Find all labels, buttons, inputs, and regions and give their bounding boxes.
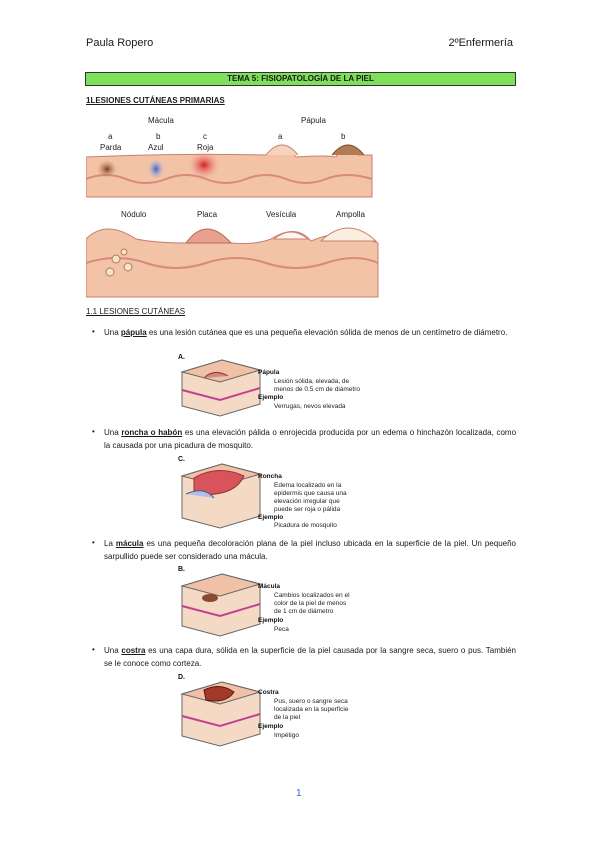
section-heading-primary: 1LESIONES CUTÁNEAS PRIMARIAS bbox=[86, 96, 225, 105]
svg-text:puede ser roja o pálida: puede ser roja o pálida bbox=[274, 506, 341, 513]
svg-text:Pápula: Pápula bbox=[258, 369, 280, 376]
roncha-term: roncha o habón bbox=[121, 428, 183, 437]
macula-papula-diagram: Mácula Pápula a b c a b Parda Azul Roja bbox=[86, 116, 373, 198]
parda-lesion bbox=[97, 160, 117, 178]
parda-label: Parda bbox=[100, 143, 122, 152]
bullet-dot: • bbox=[92, 538, 95, 547]
header-author: Paula Ropero bbox=[86, 37, 154, 49]
nodulo-ampolla-diagram: Nódulo Placa Vesícula Ampolla bbox=[86, 210, 379, 298]
ampolla-label: Ampolla bbox=[336, 210, 365, 219]
svg-text:B.: B. bbox=[178, 566, 185, 573]
azul-lesion bbox=[148, 159, 164, 179]
roja-lesion bbox=[188, 151, 220, 179]
skin-band-lower bbox=[86, 228, 379, 298]
placa-label: Placa bbox=[197, 210, 218, 219]
roncha-paragraph: Una roncha o habón es una elevación páli… bbox=[104, 428, 517, 450]
svg-text:Mácula: Mácula bbox=[258, 583, 280, 590]
svg-text:Peca: Peca bbox=[274, 626, 289, 633]
papula-term: pápula bbox=[120, 328, 147, 337]
svg-text:Ejemplo: Ejemplo bbox=[258, 394, 283, 401]
letter-a1: a bbox=[108, 132, 113, 141]
nodulo-label: Nódulo bbox=[121, 210, 147, 219]
papula-a-lesion bbox=[265, 144, 299, 156]
bullet-dot: • bbox=[92, 427, 95, 436]
costra-card: D. Costra Pus, suero o sangre seca local… bbox=[178, 674, 349, 747]
svg-text:elevación irregular que: elevación irregular que bbox=[274, 498, 340, 505]
roja-label: Roja bbox=[197, 143, 214, 152]
macula-paragraph: La mácula es una pequeña decoloración pl… bbox=[104, 539, 516, 561]
papula-card: A. Pápula Lesión sólida, elevada, de men… bbox=[178, 354, 360, 417]
svg-text:Pus, suero o sangre seca: Pus, suero o sangre seca bbox=[274, 698, 348, 705]
svg-text:Roncha: Roncha bbox=[258, 473, 282, 480]
document-title: TEMA 5: FISIOPATOLOGÍA DE LA PIEL bbox=[85, 72, 516, 86]
svg-text:Costra: Costra bbox=[258, 689, 279, 696]
macula-card: B. Mácula Cambios localizados en el colo… bbox=[178, 566, 350, 637]
section-heading-lesions: 1.1 LESIONES CUTÁNEAS bbox=[86, 307, 186, 316]
svg-text:Edema localizado en la: Edema localizado en la bbox=[274, 482, 342, 489]
svg-text:color de la piel de menos: color de la piel de menos bbox=[274, 600, 347, 607]
svg-text:D.: D. bbox=[178, 674, 185, 681]
azul-label: Azul bbox=[148, 143, 164, 152]
dermis-line bbox=[86, 174, 373, 184]
svg-text:Cambios localizados en el: Cambios localizados en el bbox=[274, 592, 350, 599]
svg-text:Lesión sólida, elevada, de: Lesión sólida, elevada, de bbox=[274, 378, 350, 385]
bullet-dot: • bbox=[92, 327, 95, 336]
costra-term: costra bbox=[121, 646, 146, 655]
svg-text:Verrugas, nevos elevada: Verrugas, nevos elevada bbox=[274, 403, 346, 410]
svg-text:Ejemplo: Ejemplo bbox=[258, 723, 283, 730]
letter-a2: a bbox=[278, 132, 283, 141]
skin-band bbox=[86, 148, 373, 198]
macula-label: Mácula bbox=[148, 116, 174, 125]
papula-paragraph: Una pápula es una lesión cutánea que es … bbox=[104, 328, 508, 337]
svg-text:Picadura de mosquito: Picadura de mosquito bbox=[274, 522, 337, 529]
costra-paragraph: Una costra es una capa dura, sólida en l… bbox=[104, 646, 517, 668]
letter-c: c bbox=[203, 132, 207, 141]
svg-text:epidermis que causa una: epidermis que causa una bbox=[274, 490, 347, 497]
letter-b1: b bbox=[156, 132, 161, 141]
page-number: 1 bbox=[296, 788, 302, 799]
svg-text:de la piel: de la piel bbox=[274, 714, 301, 721]
bullet-dot: • bbox=[92, 645, 95, 654]
letter-b2: b bbox=[341, 132, 346, 141]
vesicula-label: Vesícula bbox=[266, 210, 297, 219]
svg-text:menos de 0.5 cm de diámetro: menos de 0.5 cm de diámetro bbox=[274, 386, 360, 393]
svg-text:C.: C. bbox=[178, 456, 185, 463]
header-course: 2ºEnfermería bbox=[448, 37, 513, 49]
papula-b-lesion bbox=[331, 144, 365, 156]
svg-text:localizada en la superficie: localizada en la superficie bbox=[274, 706, 349, 713]
roncha-card: C. Roncha Edema localizado en la epiderm… bbox=[178, 456, 347, 529]
papula-label: Pápula bbox=[301, 116, 326, 125]
svg-text:Ejemplo: Ejemplo bbox=[258, 617, 283, 624]
svg-text:Ejemplo: Ejemplo bbox=[258, 514, 283, 521]
macula-term: mácula bbox=[115, 539, 144, 548]
svg-text:A.: A. bbox=[178, 354, 185, 361]
svg-text:de 1 cm de diámetro: de 1 cm de diámetro bbox=[274, 608, 334, 615]
dermis-line-lower bbox=[86, 257, 379, 269]
svg-text:Impétigo: Impétigo bbox=[274, 732, 299, 739]
